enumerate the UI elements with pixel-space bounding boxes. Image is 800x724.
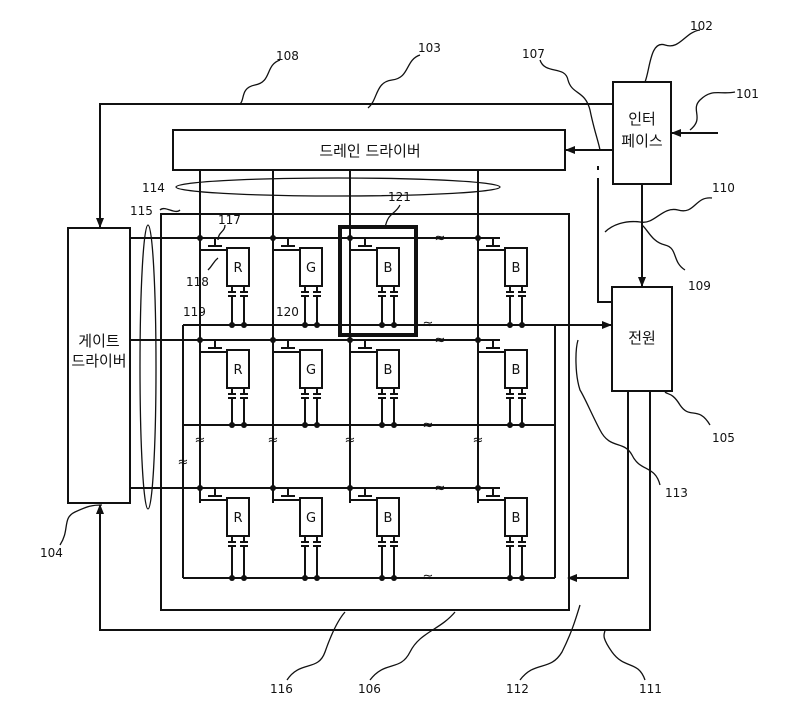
pixel-color-label: B (512, 363, 521, 378)
junction-dot (241, 575, 247, 581)
break-mark: ≈ (268, 433, 279, 448)
ref-105: 105 (712, 431, 735, 445)
ref-104: 104 (40, 546, 63, 560)
break-mark: ≈ (423, 317, 434, 332)
drain-driver-label: 드레인 드라이버 (319, 142, 420, 160)
interface-block: 인터 페이스 (613, 82, 671, 184)
bus-bracket-114 (176, 178, 500, 196)
junction-dot (229, 322, 235, 328)
junction-dot (519, 575, 525, 581)
pixel-color-label: R (233, 363, 242, 378)
pixel-color-label: B (512, 511, 521, 526)
pixel-color-label: G (306, 363, 316, 378)
ref-116: 116 (270, 682, 293, 696)
ref-108: 108 (276, 49, 299, 63)
break-mark: ≈ (435, 333, 446, 348)
junction-dot (302, 422, 308, 428)
gate-driver-label-1: 게이트 (78, 332, 120, 350)
ref-111: 111 (639, 682, 662, 696)
power-label: 전원 (628, 329, 656, 347)
ref-102: 102 (690, 19, 713, 33)
junction-dot (302, 575, 308, 581)
pixel-color-label: R (233, 511, 242, 526)
break-mark: ≈ (435, 481, 446, 496)
interface-label-1: 인터 (628, 110, 656, 128)
break-mark: ≈ (423, 418, 434, 433)
ref-106: 106 (358, 682, 381, 696)
junction-dot (229, 575, 235, 581)
drain-driver-block: 드레인 드라이버 (173, 130, 565, 170)
junction-dot (507, 422, 513, 428)
break-mark: ≈ (178, 455, 189, 470)
ref-109: 109 (688, 279, 711, 293)
junction-dot (519, 322, 525, 328)
junction-dot (507, 575, 513, 581)
ref-118: 118 (186, 275, 209, 289)
junction-dot (314, 422, 320, 428)
pixel-color-label: B (512, 261, 521, 276)
break-mark: ≈ (423, 570, 434, 585)
junction-dot (379, 322, 385, 328)
pixel-color-label: B (384, 363, 393, 378)
junction-dot (241, 322, 247, 328)
ref-110: 110 (712, 181, 735, 195)
gate-driver-label-2: 드라이버 (71, 352, 126, 370)
power-block: 전원 (612, 287, 672, 391)
break-marks: ≈ ≈ ≈ ≈ ≈ ≈ ≈ ≈ ≈ ≈ ≈ (178, 231, 484, 585)
ref-114: 114 (142, 181, 165, 195)
junction-dot (379, 422, 385, 428)
pixel-color-label: G (306, 261, 316, 276)
interface-label-2: 페이스 (621, 132, 663, 150)
break-mark: ≈ (435, 231, 446, 246)
ref-103: 103 (418, 41, 441, 55)
ref-112: 112 (506, 682, 529, 696)
ref-119: 119 (183, 305, 206, 319)
ref-113: 113 (665, 486, 688, 500)
junction-dot (302, 322, 308, 328)
bus-bracket-115 (140, 225, 156, 509)
junction-dot (379, 575, 385, 581)
gate-driver-block: 게이트 드라이버 (68, 228, 130, 503)
junction-dot (391, 575, 397, 581)
junction-dot (241, 422, 247, 428)
ref-107: 107 (522, 47, 545, 61)
pixel-color-label: B (384, 511, 393, 526)
ref-101: 101 (736, 87, 759, 101)
pixel-color-label: G (306, 511, 316, 526)
break-mark: ≈ (345, 433, 356, 448)
junction-dot (507, 322, 513, 328)
break-mark: ≈ (195, 433, 206, 448)
junction-dot (314, 322, 320, 328)
ref-121: 121 (388, 190, 411, 204)
pixel-color-label: R (233, 261, 242, 276)
junction-dot (229, 422, 235, 428)
pixel-color-label: B (384, 261, 393, 276)
ref-115: 115 (130, 204, 153, 218)
junction-dot (391, 322, 397, 328)
junction-dot (519, 422, 525, 428)
junction-dot (314, 575, 320, 581)
ref-120: 120 (276, 305, 299, 319)
junction-dot (391, 422, 397, 428)
ref-117: 117 (218, 213, 241, 227)
break-mark: ≈ (473, 433, 484, 448)
